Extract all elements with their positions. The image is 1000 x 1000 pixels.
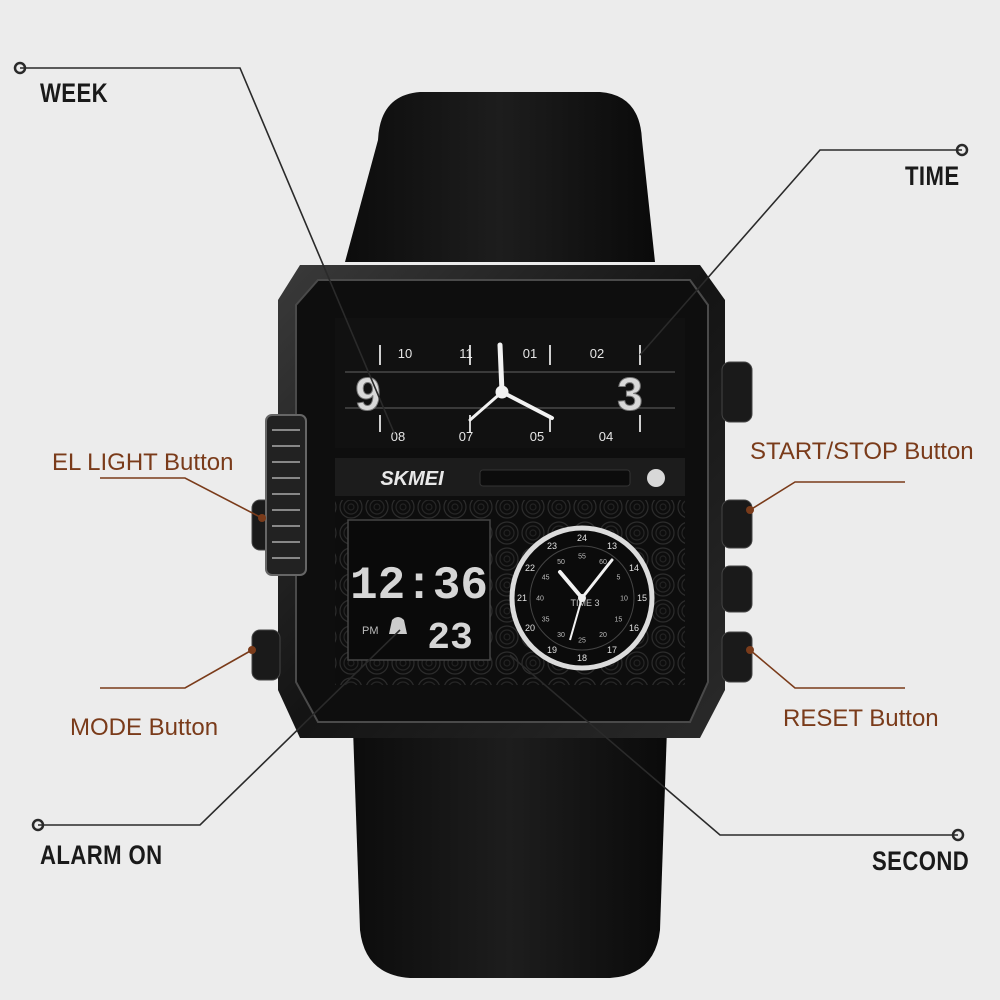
subdial-number: 13	[607, 541, 617, 551]
subdial-number: 24	[577, 533, 587, 543]
subdial-number: 20	[599, 632, 607, 639]
label-el-light: EL LIGHT Button	[52, 449, 234, 476]
main-hands	[468, 342, 554, 422]
subdial-number: 25	[578, 638, 586, 645]
subdial-number: 19	[547, 645, 557, 655]
subdial-number: 15	[615, 617, 623, 624]
subdial-number: 18	[577, 653, 587, 663]
subdial-number: 55	[578, 554, 586, 561]
reset-button	[721, 631, 753, 683]
leader-el-light	[100, 477, 263, 519]
start-stop-button	[721, 361, 753, 423]
subdial-number: 21	[517, 593, 527, 603]
label-start-stop: START/STOP Button	[750, 438, 974, 465]
leader-alarm-on	[38, 629, 401, 826]
leader-time	[639, 149, 962, 356]
subdial-number: 15	[637, 593, 647, 603]
subdial-number: 14	[629, 563, 639, 573]
numeral-3: 3	[617, 368, 643, 420]
subdial-number: 10	[620, 596, 628, 603]
leader-start-stop	[749, 481, 905, 511]
zone-05: 05	[530, 429, 544, 444]
brand-logo: SKMEI	[380, 468, 444, 490]
subdial-numbers: 24 13 14 15 16 17 18 19 20 21 22 23	[517, 533, 647, 663]
subdial-inner-numbers: 55 60 5 10 15 20 25 30 35 40 45 50	[536, 554, 628, 645]
leader-reset	[749, 649, 905, 689]
subdial-label: TIME 3	[570, 598, 599, 608]
leader-lines	[20, 67, 962, 836]
zone-11: 11	[459, 346, 473, 361]
label-week: WEEK	[40, 78, 109, 108]
subdial-number: 23	[547, 541, 557, 551]
subdial-number: 16	[629, 623, 639, 633]
strap-top	[345, 92, 655, 262]
numeral-9: 9	[355, 368, 381, 420]
label-time: TIME	[905, 161, 960, 191]
leader-dots	[13, 61, 969, 842]
mode-button	[251, 629, 281, 681]
subdial-number: 5	[616, 575, 620, 582]
subdial-number: 60	[599, 559, 607, 566]
digital-time: 12:36	[350, 560, 488, 612]
zone-10: 10	[398, 346, 412, 361]
subdial-number: 20	[525, 623, 535, 633]
subdial-number: 40	[536, 596, 544, 603]
subdial-number: 30	[557, 632, 565, 639]
subdial-number: 17	[607, 645, 617, 655]
zone-01: 01	[523, 346, 537, 361]
digital-pm-tag: PM	[362, 625, 379, 637]
subdial-number: 22	[525, 563, 535, 573]
label-mode: MODE Button	[70, 714, 219, 741]
subdial-number: 45	[542, 575, 550, 582]
label-second: SECOND	[872, 846, 970, 876]
subdial-number: 50	[557, 559, 565, 566]
subdial-number: 35	[542, 617, 550, 624]
leader-second	[509, 654, 958, 836]
upper-dial	[335, 318, 685, 448]
digital-display	[347, 519, 491, 661]
zone-07: 07	[459, 429, 473, 444]
leader-mode	[100, 649, 253, 689]
strap-bottom	[352, 700, 668, 978]
sub-dial: TIME 3	[509, 525, 655, 671]
zone-02: 02	[590, 346, 604, 361]
zone-04: 04	[599, 429, 613, 444]
leader-week	[20, 67, 396, 436]
label-reset: RESET Button	[783, 705, 939, 732]
digital-seconds: 23	[427, 617, 473, 660]
alarm-bell-icon	[389, 617, 407, 634]
label-alarm-on: ALARM ON	[40, 840, 163, 870]
